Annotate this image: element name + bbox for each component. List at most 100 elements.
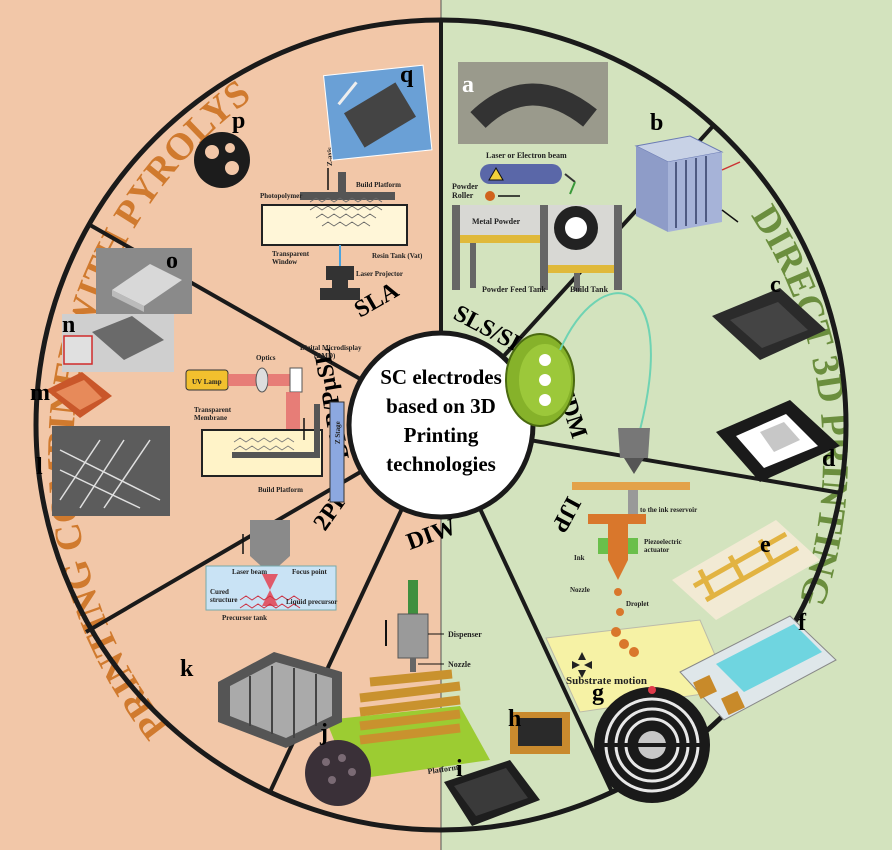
dlp-membrane-label-1: Transparent — [194, 406, 232, 414]
sla-projector-label: Laser Projector — [356, 270, 403, 278]
panel-letter-g: g — [592, 680, 604, 706]
ijp-labels: to the ink reservoir Piezoelectric actua… — [566, 506, 697, 687]
dlp-labels: Optics Digital Microdisplay (DMD) UV Lam… — [192, 344, 362, 494]
fdm-platform — [572, 482, 690, 490]
diw-platform-label: Platform — [427, 763, 459, 776]
dlp-schematic: Optics Digital Microdisplay (DMD) UV Lam… — [46, 248, 362, 516]
sls-metal-powder-label: Metal Powder — [472, 217, 521, 226]
panel-letter-n: n — [62, 312, 75, 338]
sla-resin-tank-label: Resin Tank (Vat) — [372, 252, 423, 260]
photo-j — [305, 740, 371, 806]
extruder-head — [618, 428, 650, 458]
twopp-focus-point-label: Focus point — [292, 568, 327, 576]
sls-laser-label: Laser or Electron beam — [486, 151, 567, 160]
panel-letter-q: q — [400, 62, 414, 88]
piezo-left — [598, 538, 608, 554]
dlp-optics-label: Optics — [256, 354, 276, 362]
dlp-membrane-label-2: Membrane — [194, 414, 227, 422]
photo-e — [672, 520, 820, 620]
twopp-schematic: Laser beam Focus point Cured structure L… — [205, 520, 342, 748]
sla-photopolymer-label: Photopolymer — [260, 192, 302, 200]
ijp-piezo-label-2: actuator — [644, 546, 669, 554]
panel-letter-k: k — [180, 656, 194, 682]
laser-warning-icon — [488, 167, 504, 181]
photo-p — [194, 132, 250, 188]
twopp-labels: Laser beam Focus point Cured structure L… — [210, 568, 337, 622]
powder-roller — [485, 191, 495, 201]
diw-nozzle-label: Nozzle — [448, 660, 471, 669]
metal-powder — [460, 205, 540, 235]
photo-l — [52, 426, 170, 516]
photo-b — [634, 135, 741, 232]
twopp-precursor-label: Liquid precursor — [286, 598, 337, 606]
panel-letter-a: a — [462, 72, 474, 98]
panel-letter-o: o — [166, 248, 178, 274]
substrate-motion-icon — [572, 652, 592, 678]
filament-strand — [559, 292, 652, 431]
panel-letter-m: m — [30, 380, 50, 406]
dlp-z-stage-label: Z Stage — [334, 421, 342, 444]
dlp-dmd-label-1: Digital Microdisplay — [300, 344, 362, 352]
diw-dispenser-label: Dispenser — [448, 630, 482, 639]
sls-roller-label-2: Roller — [452, 191, 474, 200]
photo-i — [444, 760, 540, 826]
panel-letter-p: p — [232, 108, 245, 134]
photo-k — [218, 652, 342, 748]
ijp-schematic: to the ink reservoir Piezoelectric actua… — [545, 506, 837, 803]
panel-letter-i: i — [456, 756, 463, 782]
twopp-cured-label-1: Cured — [210, 588, 229, 596]
sls-roller-label-1: Powder — [452, 182, 479, 191]
center-line-2: based on 3D — [386, 394, 496, 418]
ijp-droplets — [611, 588, 639, 657]
sls-labels: Laser or Electron beam Powder Roller Met… — [452, 151, 609, 294]
optics-lens — [255, 367, 269, 393]
ijp-nozzle-label: Nozzle — [570, 586, 590, 594]
twopp-tank-label: Precursor tank — [222, 614, 267, 622]
ijp-ink-label: Ink — [574, 554, 585, 562]
ijp-piezo-label-1: Piezoelectric — [644, 538, 682, 546]
sls-feed-tank-label: Powder Feed Tank — [482, 285, 546, 294]
dlp-honeycomb — [233, 437, 295, 451]
photo-n — [62, 314, 174, 372]
photo-f — [679, 615, 837, 721]
z-stage — [329, 401, 345, 503]
ijp-reservoir-label: to the ink reservoir — [640, 506, 697, 514]
panel-letter-c: c — [770, 272, 781, 298]
sla-z-axis-label: Z-axis — [326, 147, 334, 166]
objective-lens — [250, 520, 290, 574]
sla-z-rod — [338, 172, 346, 194]
panel-letter-d: d — [822, 446, 836, 472]
panel-letter-j: j — [319, 720, 328, 746]
piezo-right — [628, 538, 638, 554]
diw-schematic: Dispenser Nozzle Platform — [305, 580, 570, 826]
sla-build-platform-label: Build Platform — [356, 181, 401, 189]
dlp-uv-lamp-label: UV Lamp — [192, 378, 222, 386]
panel-letter-h: h — [508, 706, 521, 732]
diw-lattice — [359, 669, 461, 745]
sla-honeycomb — [309, 197, 383, 227]
print-head — [608, 524, 628, 580]
photo-m — [46, 372, 112, 418]
panel-letter-b: b — [650, 110, 663, 136]
photo-o — [96, 248, 192, 314]
dlp-build-platform-label: Build Platform — [258, 486, 303, 494]
sla-window-label-2: Window — [272, 258, 298, 266]
panel-letters: p q a b c d e f g h i j k l m n o — [30, 62, 836, 782]
center-line-1: SC electrodes — [380, 365, 502, 389]
photo-g — [594, 686, 710, 803]
resin-tank — [261, 204, 408, 246]
panel-letter-f: f — [798, 610, 807, 636]
ijp-droplet-label: Droplet — [626, 600, 649, 608]
sls-build-tank-label: Build Tank — [570, 285, 609, 294]
diw-labels: Dispenser Nozzle Platform — [418, 630, 482, 776]
laser-projector — [326, 266, 354, 280]
photo-d — [716, 400, 840, 482]
sla-labels: Z-axis Build Platform Photopolymer Resin… — [260, 147, 423, 278]
dlp-dmd-label-2: (DMD) — [314, 352, 336, 360]
sls-schematic: Laser or Electron beam Powder Roller Met… — [452, 62, 741, 294]
center-line-4: technologies — [386, 452, 496, 476]
dispenser — [397, 613, 429, 659]
twopp-laser-beam-label: Laser beam — [232, 568, 267, 576]
dmd-unit — [289, 367, 303, 393]
